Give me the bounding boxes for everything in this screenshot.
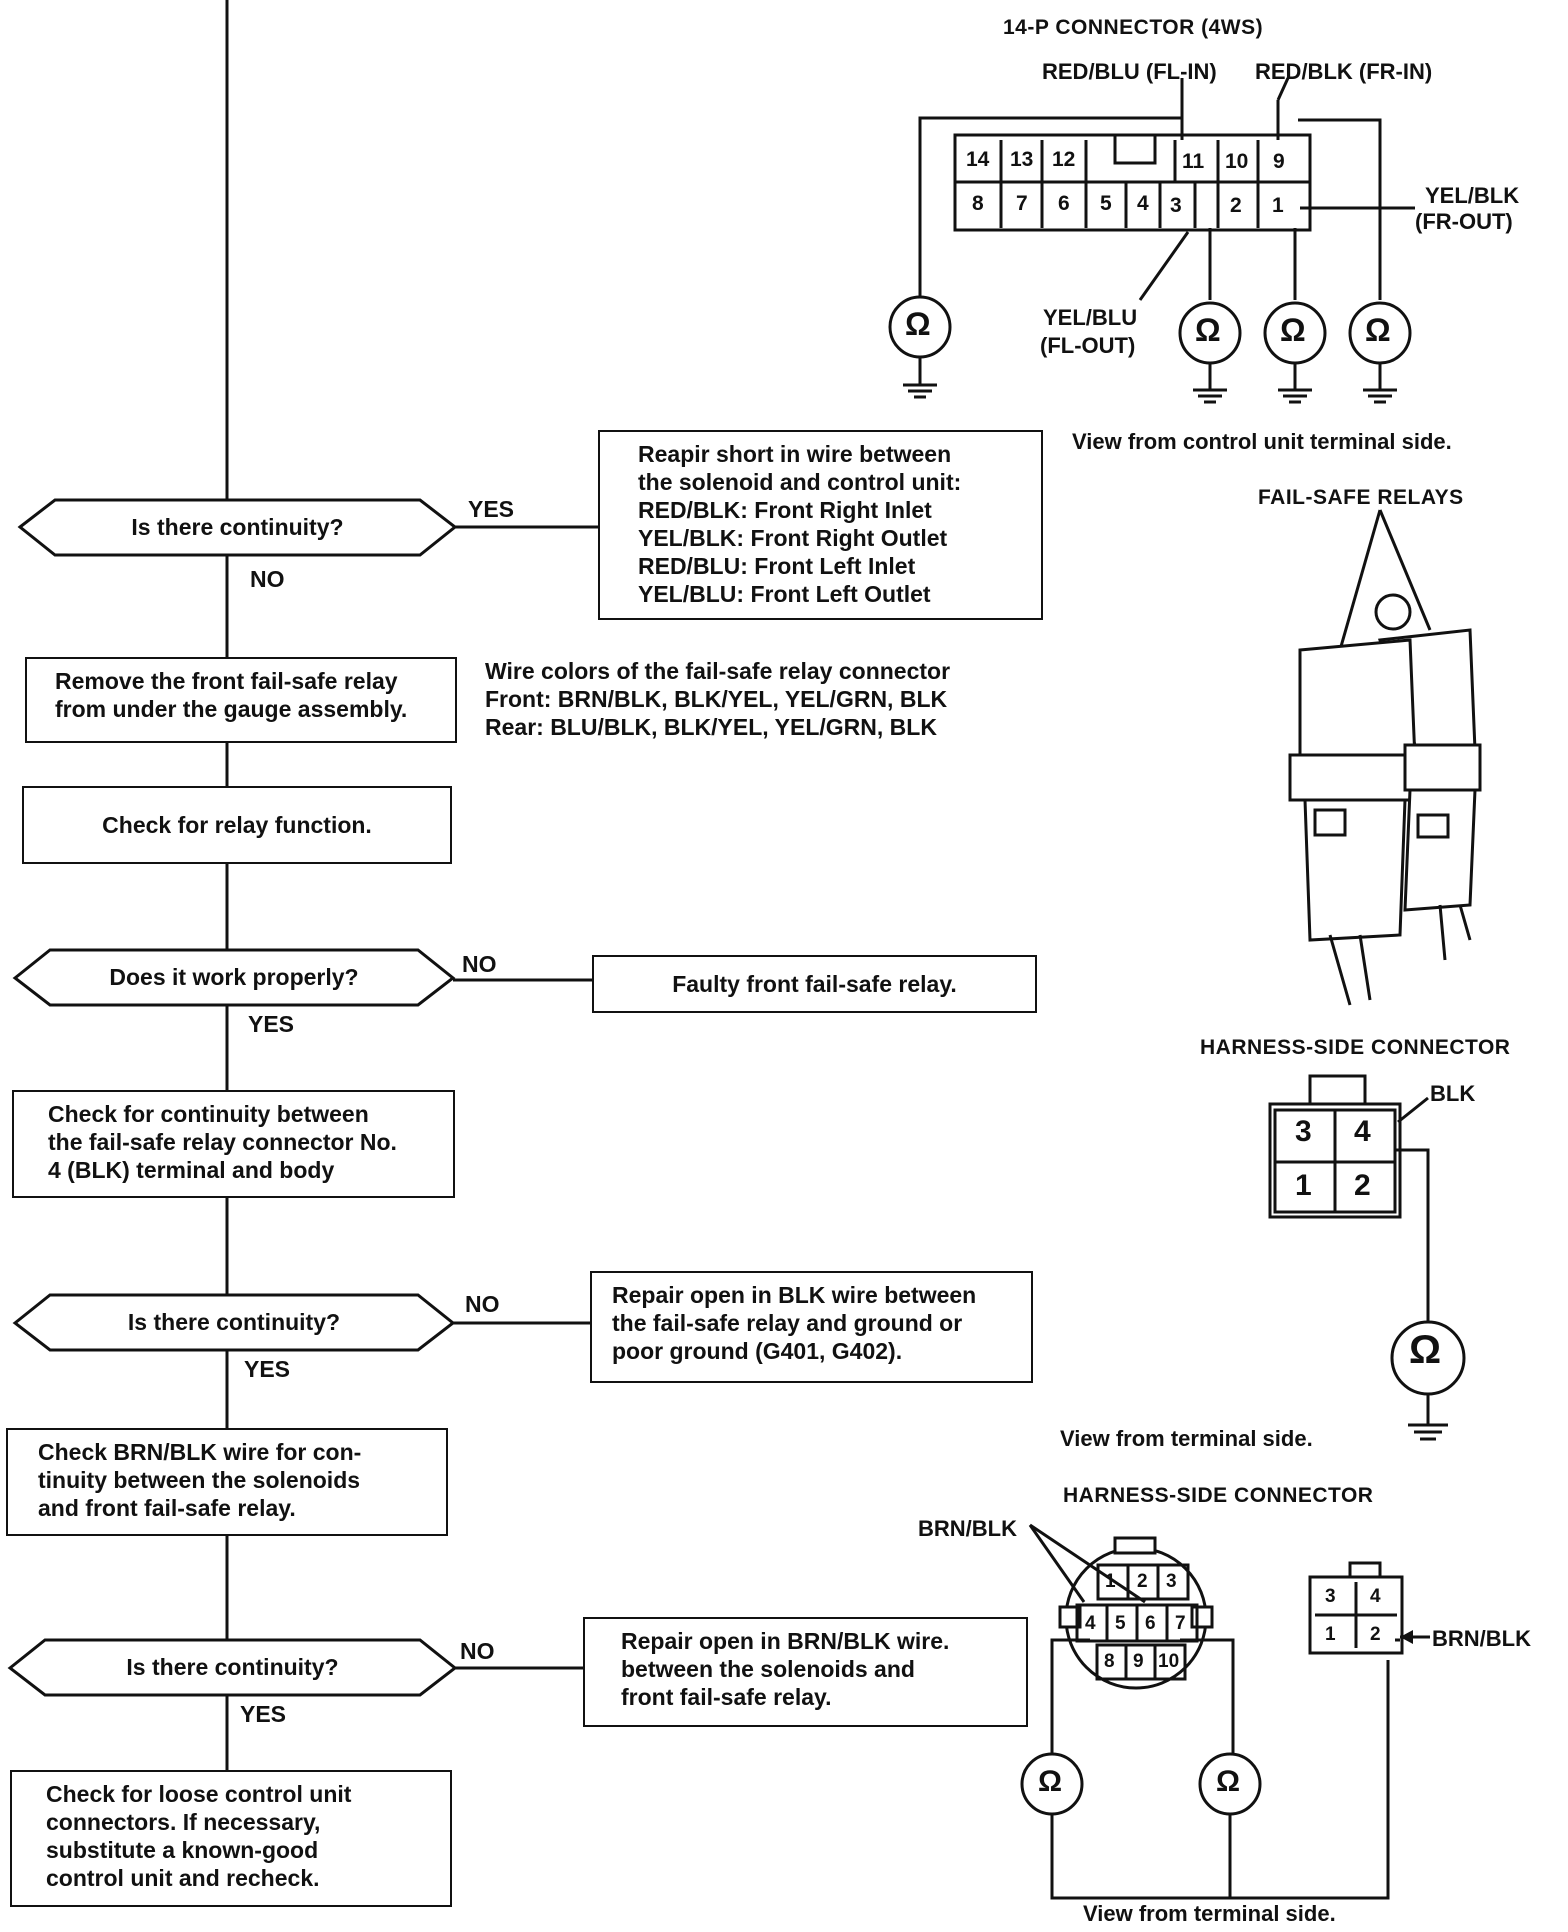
check-relay-function-box: Check for relay function.: [22, 786, 452, 864]
label-brn-blk-left: BRN/BLK: [918, 1516, 1017, 1541]
ohmmeter-icon: Ω: [1038, 1765, 1063, 1798]
question-continuity-3: Is there continuity?: [127, 1309, 341, 1335]
pin-10: 10: [1225, 150, 1249, 173]
pin-11: 11: [1182, 150, 1205, 173]
pin-3: 3: [1170, 194, 1182, 217]
pin-14: 14: [966, 148, 990, 171]
label-brn-blk-right: BRN/BLK: [1432, 1626, 1531, 1651]
faulty-relay-box: Faulty front fail-safe relay.: [592, 955, 1037, 1013]
ohmmeter-icon: Ω: [1409, 1328, 1442, 1372]
pin-5: 5: [1100, 192, 1112, 215]
check-loose-connectors-box: Check for loose control unit connectors.…: [10, 1770, 452, 1907]
pin-2: 2: [1230, 194, 1242, 217]
no-label-q4: NO: [460, 1638, 495, 1664]
caption-harness-10p: View from terminal side.: [1083, 1901, 1336, 1926]
harness-10p-pin-5: 5: [1115, 1613, 1126, 1634]
pin-7: 7: [1016, 192, 1028, 215]
small-connector-pin-4: 4: [1370, 1586, 1381, 1607]
check-blk-continuity-box: Check for continuity between the fail-sa…: [12, 1090, 455, 1198]
label-red-blu: RED/BLU (FL-IN): [1042, 59, 1217, 84]
ohmmeter-icon: Ω: [905, 306, 931, 342]
ohmmeter-icon: Ω: [1280, 312, 1306, 348]
caption-harness-4p: View from terminal side.: [1060, 1426, 1313, 1451]
harness-4p-pin-2: 2: [1354, 1169, 1371, 1202]
yes-label-q2: YES: [248, 1011, 295, 1037]
harness-10p-pin-10: 10: [1158, 1651, 1180, 1672]
repair-short-box: Reapir short in wire between the solenoi…: [598, 430, 1043, 620]
yes-label-q1: YES: [468, 496, 515, 522]
harness-4p-pin-1: 1: [1295, 1169, 1312, 1202]
no-label-q1: NO: [250, 566, 285, 592]
harness-10p-pin-3: 3: [1166, 1571, 1177, 1592]
harness-4p-pin-4: 4: [1354, 1115, 1371, 1148]
small-connector-pin-2: 2: [1370, 1624, 1381, 1645]
check-brn-blk-box: Check BRN/BLK wire for con- tinuity betw…: [6, 1428, 448, 1536]
pin-1: 1: [1272, 194, 1284, 217]
ohmmeter-icon: Ω: [1216, 1765, 1241, 1798]
harness-10p-pin-1: 1: [1105, 1571, 1116, 1592]
pin-9: 9: [1273, 150, 1285, 173]
question-continuity-4: Is there continuity?: [126, 1654, 339, 1680]
ohmmeter-icon: Ω: [1365, 312, 1391, 348]
yes-label-q3: YES: [244, 1356, 291, 1382]
remove-relay-box: Remove the front fail-safe relay from un…: [25, 657, 457, 743]
relays-title: FAIL-SAFE RELAYS: [1258, 486, 1464, 509]
harness-10p-pin-7: 7: [1175, 1613, 1186, 1634]
ohmmeter-icon: Ω: [1195, 312, 1221, 348]
no-label-q3: NO: [465, 1291, 500, 1317]
relay-illustration: [1288, 509, 1482, 1006]
harness-10p-title: HARNESS-SIDE CONNECTOR: [1063, 1484, 1374, 1507]
pin-6: 6: [1058, 192, 1070, 215]
caption-14p: View from control unit terminal side.: [1072, 429, 1452, 454]
wire-colors-note: Wire colors of the fail-safe relay conne…: [485, 658, 951, 740]
label-fl-out: (FL-OUT): [1040, 333, 1136, 358]
harness-10p-pin-4: 4: [1085, 1613, 1096, 1634]
harness-10p-pin-8: 8: [1104, 1651, 1115, 1672]
question-continuity-1: Is there continuity?: [131, 514, 344, 540]
repair-blk-box: Repair open in BLK wire between the fail…: [590, 1271, 1033, 1383]
pin-8: 8: [972, 192, 984, 215]
pin-13: 13: [1010, 148, 1034, 171]
harness-10p-pin-9: 9: [1133, 1651, 1144, 1672]
harness-4p-pin-3: 3: [1295, 1115, 1312, 1148]
diamond-q2: [12, 948, 456, 1007]
no-label-q2: NO: [462, 951, 497, 977]
harness-10p-pin-2: 2: [1137, 1571, 1148, 1592]
label-blk: BLK: [1430, 1081, 1476, 1106]
pin-4: 4: [1137, 192, 1149, 215]
small-connector-pin-3: 3: [1325, 1586, 1336, 1607]
small-connector-pin-1: 1: [1325, 1624, 1336, 1645]
connector-14p-title: 14-P CONNECTOR (4WS): [1003, 16, 1264, 39]
repair-brn-blk-box: Repair open in BRN/BLK wire. between the…: [583, 1617, 1028, 1727]
pin-12: 12: [1052, 148, 1076, 171]
label-yel-blk: YEL/BLK: [1425, 183, 1520, 208]
question-relay-works: Does it work properly?: [109, 964, 359, 990]
label-red-blk: RED/BLK (FR-IN): [1255, 59, 1433, 84]
yes-label-q4: YES: [240, 1701, 287, 1727]
harness-4p-title: HARNESS-SIDE CONNECTOR: [1200, 1036, 1511, 1059]
label-fr-out: (FR-OUT): [1415, 209, 1513, 234]
label-yel-blu: YEL/BLU: [1043, 305, 1138, 330]
harness-10p-pin-6: 6: [1145, 1613, 1156, 1634]
